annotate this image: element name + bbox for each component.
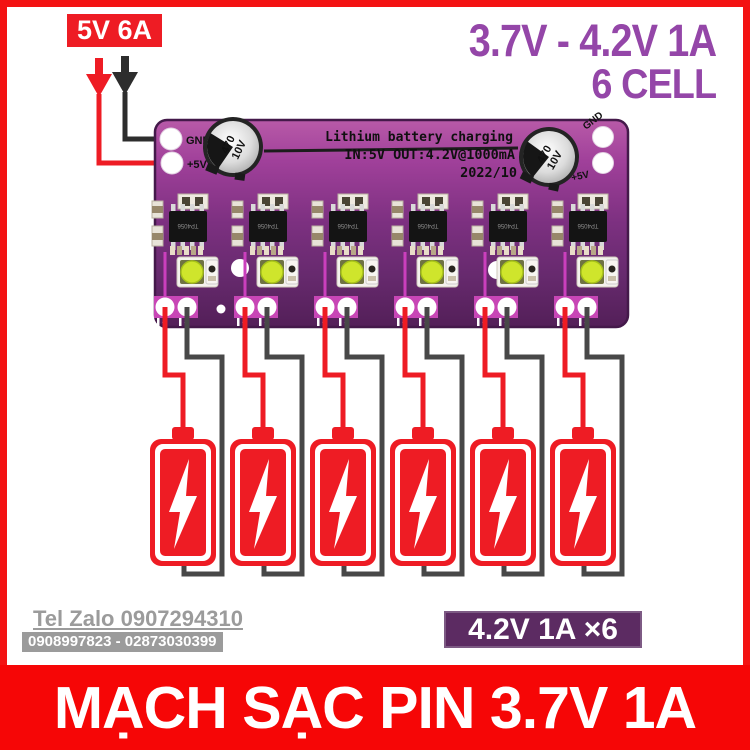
gnd-pad-left	[159, 127, 183, 151]
contact-phones: 0908997823 - 02873030399	[22, 632, 223, 652]
gnd-pad-right	[592, 126, 614, 148]
board-spec: IN:5V OUT:4.2V@1000mA	[344, 147, 515, 163]
v5-pad-right	[592, 152, 614, 174]
frame-border-left	[0, 0, 7, 665]
charger-board: GND +5V GND +5V Lithium battery charging…	[153, 110, 630, 329]
contact-tel: Tel Zalo 0907294310	[33, 606, 243, 631]
arrow-down-red-icon	[86, 74, 112, 97]
v5-pad-left	[160, 151, 184, 175]
arrow-down-black-icon	[112, 72, 138, 95]
via-hole	[216, 304, 226, 314]
frame-border-right	[743, 0, 750, 665]
board-title: Lithium battery charging	[325, 130, 513, 145]
heading-cell-count: 6 CELL	[591, 60, 717, 107]
input-black-wire	[112, 56, 162, 142]
wiring-illustration: 470 10V	[86, 56, 630, 665]
v5-label-right: +5V	[570, 169, 590, 184]
board-date: 2022/10	[460, 165, 517, 181]
frame-border-top	[0, 0, 750, 7]
input-power-badge: 5V 6A	[67, 14, 162, 47]
heading-voltage-range: 3.7V - 4.2V 1A	[468, 15, 717, 66]
input-red-wire	[86, 58, 162, 166]
v5-label-left: +5V	[187, 159, 208, 171]
output-spec-badge: 4.2V 1A ×6	[444, 611, 642, 648]
heading: 3.7V - 4.2V 1A 6 CELL	[435, 15, 717, 107]
product-title-banner: MẠCH SẠC PIN 3.7V 1A	[0, 665, 750, 750]
